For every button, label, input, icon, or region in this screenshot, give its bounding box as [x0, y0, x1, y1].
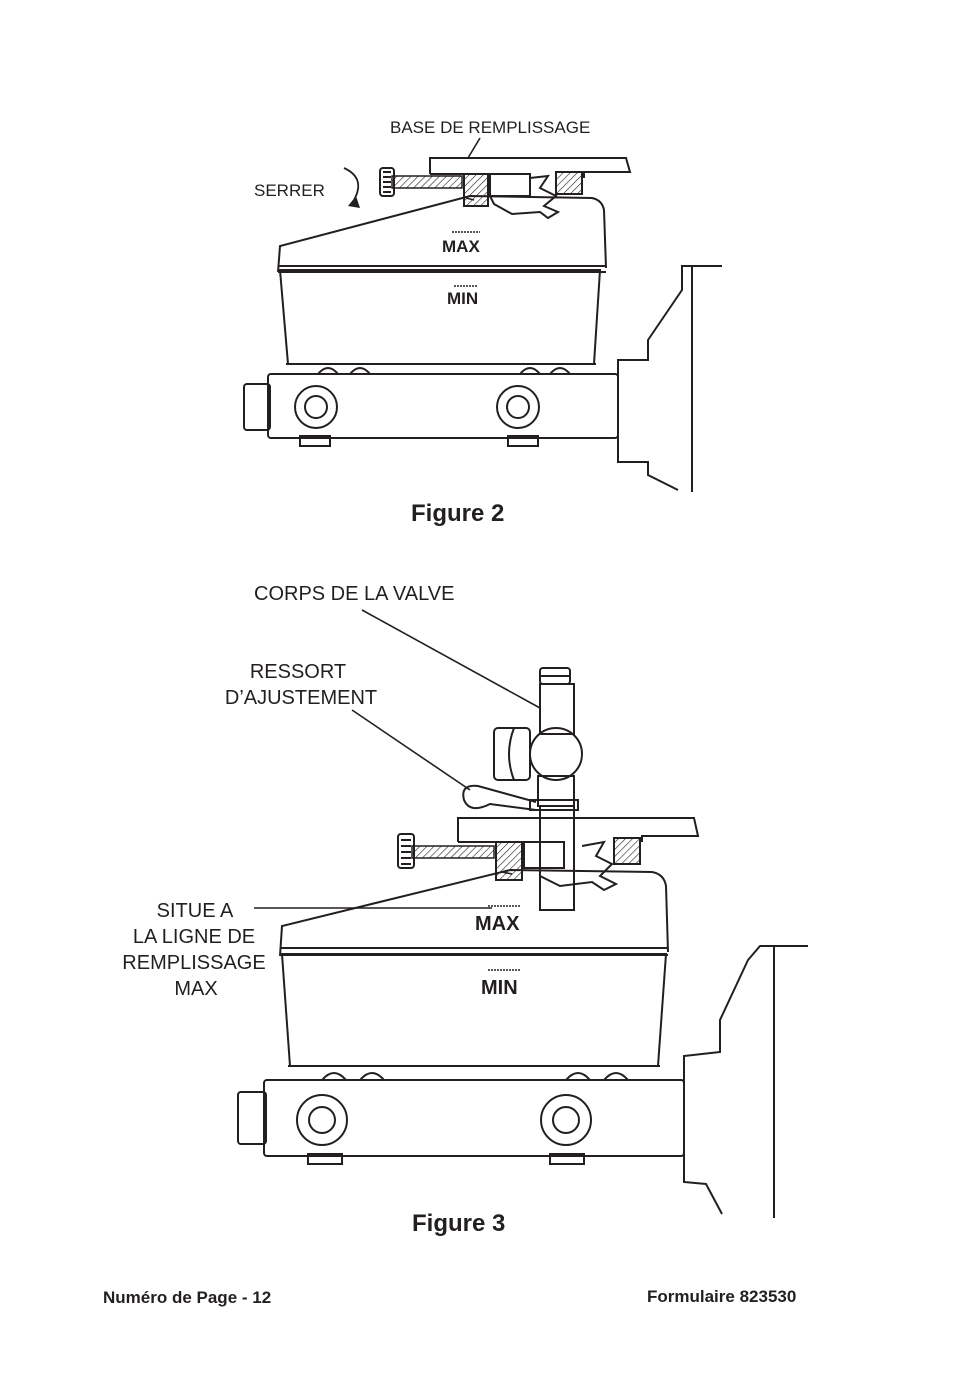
label-located-line4: MAX — [174, 978, 217, 1000]
leader-max-fig3 — [501, 871, 513, 875]
mounting-plate — [617, 265, 722, 492]
reservoir-min-mark-fig3: MIN — [481, 977, 518, 999]
label-located-line1: SITUE A — [157, 900, 234, 922]
label-fill-base: BASE DE REMPLISSAGE — [390, 118, 590, 137]
valve-body — [493, 667, 583, 911]
adjustment-spring — [462, 784, 537, 811]
figure-3-caption: Figure 3 — [412, 1210, 506, 1237]
reservoir-max-mark: MAX — [442, 237, 480, 256]
label-located-line2: LA LIGNE DE — [133, 926, 255, 948]
reservoir-fig3 — [279, 868, 669, 1067]
figure-3-diagram: CORPS DE LA VALVE RESSORT D’AJUSTEMENT S… — [122, 583, 808, 1218]
page-number: Numéro de Page - 12 — [103, 1288, 272, 1307]
fill-base — [379, 157, 632, 220]
reservoir-min-mark: MIN — [447, 289, 478, 308]
label-located-line3: REMPLISSAGE — [122, 952, 265, 974]
leader-spring — [351, 709, 471, 791]
reservoir-max-mark-fig3: MAX — [475, 913, 520, 935]
label-valve-body: CORPS DE LA VALVE — [254, 583, 454, 605]
mounting-plate-fig3 — [683, 945, 808, 1218]
figure-2-diagram: BASE DE REMPLISSAGE SERRER MAX MIN — [243, 118, 722, 492]
fill-base-fig3 — [397, 817, 700, 892]
leader-fill-base — [467, 137, 481, 159]
label-spring-line1: RESSORT — [250, 661, 346, 683]
master-cylinder-body-fig3 — [237, 1072, 685, 1165]
leader-valve-body — [361, 609, 541, 709]
label-tighten: SERRER — [254, 181, 325, 200]
leader-max-fig2 — [465, 197, 475, 201]
label-spring-line2: D’AJUSTEMENT — [225, 687, 377, 709]
tighten-arrow-head — [348, 196, 360, 208]
master-cylinder-body — [243, 367, 619, 447]
figure-2-caption: Figure 2 — [411, 500, 505, 527]
form-number: Formulaire 823530 — [647, 1287, 797, 1306]
